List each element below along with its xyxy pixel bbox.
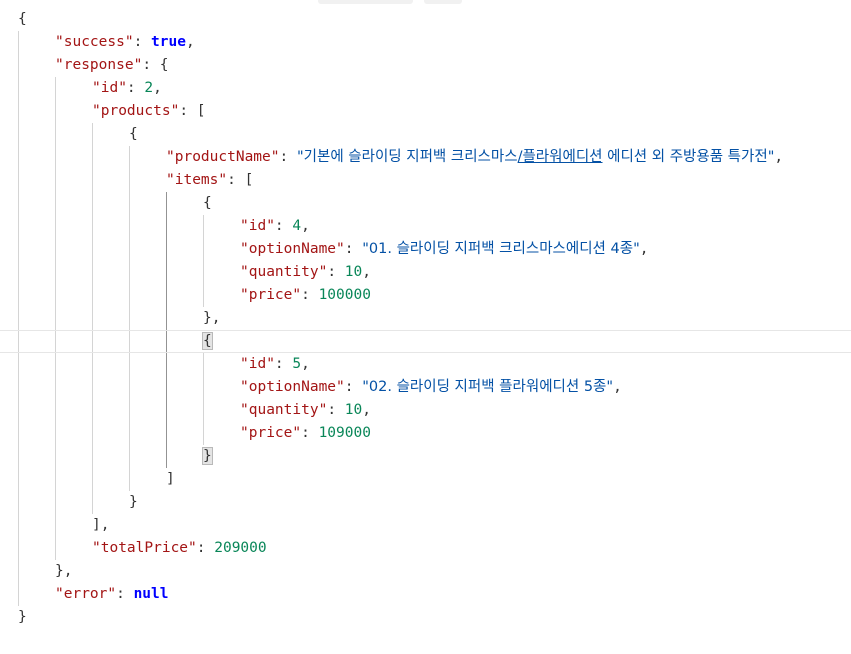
- code-line: "optionName": "01. 슬라이딩 지퍼백 크리스마스에디션 4종"…: [0, 238, 851, 261]
- code-line: "response": {: [0, 54, 851, 77]
- brace-close: }: [18, 609, 27, 625]
- indent-guide: [203, 215, 204, 307]
- json-key: "id": 2,: [92, 80, 162, 96]
- indent-guide: [129, 146, 130, 491]
- indent-guide: [18, 31, 19, 606]
- json-key: "response": {: [55, 57, 169, 73]
- code-line: },: [0, 560, 851, 583]
- code-line: "products": [: [0, 100, 851, 123]
- code-line: ],: [0, 514, 851, 537]
- code-line: "price": 100000: [0, 284, 851, 307]
- brace-close: },: [55, 563, 73, 579]
- bracket-close: ]: [166, 471, 175, 487]
- json-key: "quantity": 10,: [240, 264, 371, 280]
- brace-open: {: [18, 11, 27, 27]
- top-widget-stub-left: [318, 0, 413, 4]
- code-line: {: [0, 123, 851, 146]
- indent-guide: [92, 123, 93, 514]
- top-widget-stub-right: [424, 0, 462, 4]
- code-line: "items": [: [0, 169, 851, 192]
- brace-close: },: [203, 310, 221, 326]
- code-line: "productName": "기본에 슬라이딩 지퍼백 크리스마스/플라워에디…: [0, 146, 851, 169]
- json-key-product-name: "productName": "기본에 슬라이딩 지퍼백 크리스마스/플라워에디…: [166, 149, 784, 165]
- code-line: {: [0, 192, 851, 215]
- code-line: "id": 5,: [0, 353, 851, 376]
- matched-bracket: }: [202, 447, 213, 465]
- code-line: "success": true,: [0, 31, 851, 54]
- brace-open: {: [129, 126, 138, 142]
- brace-close: }: [129, 494, 138, 510]
- bracket-close: ],: [92, 517, 110, 533]
- code-line: "quantity": 10,: [0, 399, 851, 422]
- code-line: "optionName": "02. 슬라이딩 지퍼백 플라워에디션 5종",: [0, 376, 851, 399]
- json-key: "id": 4,: [240, 218, 310, 234]
- code-line: "totalPrice": 209000: [0, 537, 851, 560]
- code-line: },: [0, 307, 851, 330]
- code-line: }: [0, 606, 851, 629]
- indent-guide: [203, 353, 204, 445]
- code-line: ]: [0, 468, 851, 491]
- json-key-option-name: "optionName": "02. 슬라이딩 지퍼백 플라워에디션 5종",: [240, 379, 622, 395]
- json-key: "id": 5,: [240, 356, 310, 372]
- code-line: "error": null: [0, 583, 851, 606]
- code-line: {: [0, 8, 851, 31]
- code-line-current[interactable]: {: [0, 330, 851, 353]
- json-key: "items": [: [166, 172, 254, 188]
- code-line: "quantity": 10,: [0, 261, 851, 284]
- code-line: "price": 109000: [0, 422, 851, 445]
- json-key-option-name: "optionName": "01. 슬라이딩 지퍼백 크리스마스에디션 4종"…: [240, 241, 649, 257]
- matched-bracket: {: [202, 332, 213, 350]
- json-key: "price": 109000: [240, 425, 371, 441]
- code-line: "id": 2,: [0, 77, 851, 100]
- json-key: "price": 100000: [240, 287, 371, 303]
- json-key: "totalPrice": 209000: [92, 540, 267, 556]
- json-key: "error": null: [55, 586, 169, 602]
- code-line: }: [0, 445, 851, 468]
- json-key: "success": true,: [55, 34, 195, 50]
- json-key: "quantity": 10,: [240, 402, 371, 418]
- code-line: }: [0, 491, 851, 514]
- json-key: "products": [: [92, 103, 206, 119]
- indent-guide: [55, 77, 56, 560]
- brace-open: {: [203, 195, 212, 211]
- code-line: "id": 4,: [0, 215, 851, 238]
